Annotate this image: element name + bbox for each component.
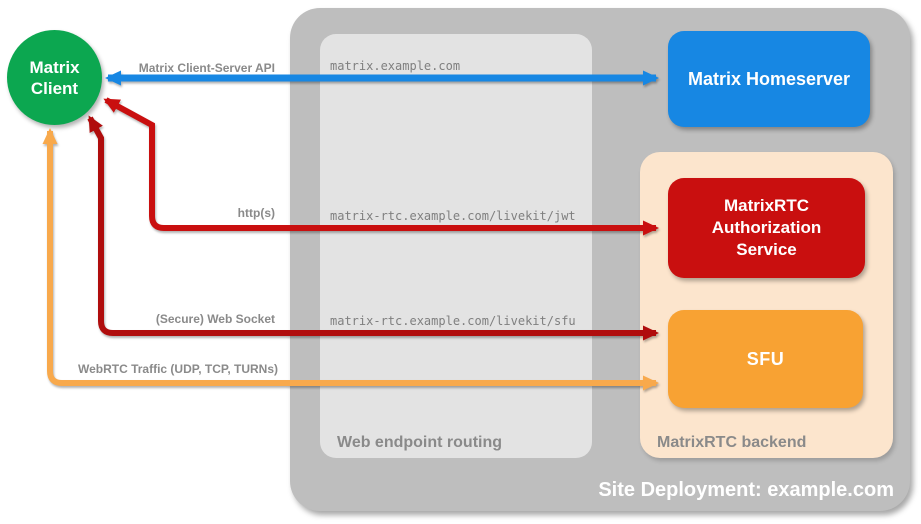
endpoint-matrix-example-com: matrix.example.com <box>330 59 461 73</box>
matrix-homeserver-label: Matrix Homeserver <box>687 68 851 89</box>
site-deployment-container: matrix.example.com matrix-rtc.example.co… <box>290 8 910 511</box>
endpoint-livekit-jwt: matrix-rtc.example.com/livekit/jwt <box>330 209 576 223</box>
webrtc-traffic-arrow-label: WebRTC Traffic (UDP, TCP, TURNs) <box>77 362 278 376</box>
sfu-label: SFU <box>746 348 785 369</box>
endpoint-livekit-sfu: matrix-rtc.example.com/livekit/sfu <box>330 314 576 328</box>
matrix-client-node: Matrix Client <box>7 30 102 125</box>
matrixrtc-authorization-service-label: MatrixRTC Authorization Service <box>711 196 822 259</box>
https-arrow-label: http(s) <box>237 206 275 220</box>
sfu-node: SFU <box>668 310 863 408</box>
websocket-arrow-label: (Secure) Web Socket <box>155 312 275 326</box>
matrixrtc-authorization-service-node: MatrixRTC Authorization Service <box>668 178 865 278</box>
matrixrtc-backend-label: MatrixRTC backend <box>657 434 807 451</box>
web-endpoint-routing-label: Web endpoint routing <box>337 434 503 451</box>
matrixrtc-backend-container: MatrixRTC Authorization Service SFU Matr… <box>640 152 893 458</box>
site-deployment-title: Site Deployment: example.com <box>598 479 894 501</box>
client-server-api-arrow-label: Matrix Client-Server API <box>138 61 275 75</box>
web-endpoint-routing-box: matrix.example.com matrix-rtc.example.co… <box>320 34 592 458</box>
matrix-homeserver-node: Matrix Homeserver <box>668 31 870 127</box>
matrix-client-label: Matrix Client <box>29 57 80 98</box>
